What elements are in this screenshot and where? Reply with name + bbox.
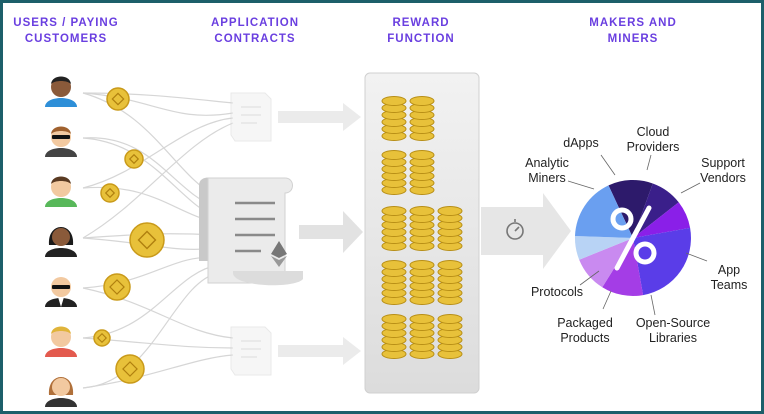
header-reward: REWARD FUNCTION (387, 17, 455, 45)
segment-label-analytic: Analytic Miners (525, 156, 569, 185)
header-makers: MAKERS AND MINERS (589, 17, 677, 45)
user-5-avatar-icon (45, 277, 77, 307)
segment-label-cloud: Cloud Providers (626, 125, 680, 154)
pie-segment-support (633, 202, 691, 238)
coin-stack (409, 206, 435, 251)
ethereum-logo-icon (271, 241, 287, 267)
user-1-avatar-icon (45, 76, 77, 107)
coin-2-icon (124, 149, 144, 169)
coin-stack (437, 260, 463, 305)
coin-stack (409, 150, 435, 195)
user-7-avatar-icon (45, 377, 77, 407)
label-leaders (567, 154, 708, 316)
segment-label-dapps: dApps (563, 136, 599, 150)
contract-top-arrow (278, 103, 361, 131)
coin-stack (437, 314, 463, 359)
coin-stack (381, 96, 407, 141)
pie-segment-packaged (579, 238, 633, 288)
contract-top-icon (230, 92, 272, 142)
user-column (45, 76, 77, 407)
contract-bottom-icon (230, 326, 272, 376)
coin-column (93, 87, 165, 384)
coin-stack (381, 314, 407, 359)
coin-stack (409, 96, 435, 141)
contract-main-arrow (299, 211, 363, 253)
header-users: USERS / PAYING CUSTOMERS (13, 17, 119, 45)
header-contracts: APPLICATION CONTRACTS (210, 17, 300, 45)
pie-segment-dapps (608, 179, 653, 238)
contract-main-icon (199, 177, 303, 286)
segment-label-protocols: Protocols (530, 285, 584, 299)
coin-4-icon (129, 222, 165, 258)
contract-bottom-arrow (278, 337, 361, 365)
coin-7-icon (115, 354, 145, 384)
reward-arrow (481, 193, 571, 269)
user-6-avatar-icon (45, 326, 77, 357)
segment-label-support: Support Vendors (700, 156, 746, 185)
coin-6-icon (93, 329, 111, 347)
coin-3-icon (100, 183, 120, 203)
coin-5-icon (103, 273, 131, 301)
pie-segment-open-source (602, 238, 644, 296)
diagram-artwork (45, 72, 708, 407)
segment-label-app-teams: App Teams (710, 263, 748, 292)
user-2-avatar-icon (45, 126, 77, 157)
coin-stack (409, 260, 435, 305)
timer-icon (506, 219, 524, 240)
coin-1-icon (106, 87, 130, 111)
coin-stack (381, 206, 407, 251)
pie-segment-protocols (574, 236, 633, 260)
segment-label-packaged: Packaged Products (557, 316, 613, 345)
percent-icon (610, 205, 657, 271)
pie-segment-cloud (633, 183, 679, 238)
coin-stack (381, 150, 407, 195)
segment-label-open-source: Open-Source Libraries (635, 316, 711, 345)
coin-stacks (381, 96, 463, 359)
coin-stack (409, 314, 435, 359)
coin-stack (381, 260, 407, 305)
user-3-avatar-icon (45, 176, 77, 207)
makers-pie-chart (574, 179, 691, 296)
user-4-avatar-icon (45, 227, 77, 257)
coin-stack (437, 206, 463, 251)
